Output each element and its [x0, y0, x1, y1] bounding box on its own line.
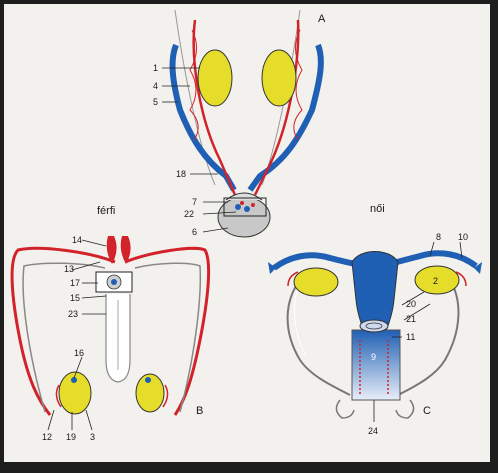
panel-b-letter: B	[196, 405, 203, 417]
label-22: 22	[184, 209, 194, 219]
label-13: 13	[64, 264, 74, 274]
structure-14-right	[120, 236, 131, 264]
label-6: 6	[192, 227, 197, 237]
label-14: 14	[72, 235, 82, 245]
label-8: 8	[436, 232, 441, 242]
male-title: férfi	[97, 205, 115, 217]
label-12: 12	[42, 432, 52, 442]
right-testicular-artery	[124, 246, 211, 416]
left-gonad-a	[197, 49, 233, 107]
label-20: 20	[406, 299, 416, 309]
label-7: 7	[192, 197, 197, 207]
left-testis	[58, 371, 92, 415]
left-ligament	[286, 279, 351, 396]
left-gonadal-artery	[192, 19, 237, 196]
label-1: 1	[153, 63, 158, 73]
female-title: női	[370, 203, 385, 215]
left-pampiniform-plexus	[189, 29, 199, 141]
label-4: 4	[153, 81, 158, 91]
label-18: 18	[176, 169, 186, 179]
label-15: 15	[70, 293, 80, 303]
right-ovary	[414, 265, 460, 295]
vagina	[351, 329, 401, 401]
left-gonadal-vein	[169, 43, 237, 192]
panel-b: férfi 14 13 17	[10, 205, 211, 442]
left-testicular-artery	[10, 246, 116, 416]
label-10: 10	[458, 232, 468, 242]
label-5: 5	[153, 97, 158, 107]
label-21: 21	[406, 314, 416, 324]
label-17: 17	[70, 278, 80, 288]
right-ligament	[397, 279, 460, 396]
right-gonadal-vein	[247, 43, 324, 192]
panel-a-letter: A	[318, 13, 326, 25]
panel-c: női	[268, 203, 482, 436]
label-2: 2	[433, 276, 438, 286]
label-11: 11	[406, 332, 415, 342]
label-19: 19	[66, 432, 76, 442]
label-3: 3	[90, 432, 95, 442]
structure-14-left	[106, 236, 117, 264]
right-pampiniform-plexus	[293, 29, 303, 141]
label-16: 16	[74, 348, 84, 358]
label-23: 23	[68, 309, 78, 319]
panel-c-letter: C	[423, 405, 431, 417]
right-gonad-a	[261, 49, 297, 107]
right-testis	[135, 373, 165, 413]
highlight-box-a	[223, 197, 267, 217]
label-9: 9	[371, 352, 376, 362]
left-ovary	[293, 267, 339, 297]
panel-a: A 1 4 5 18 7 22 6	[153, 9, 326, 238]
label-24: 24	[368, 426, 378, 436]
